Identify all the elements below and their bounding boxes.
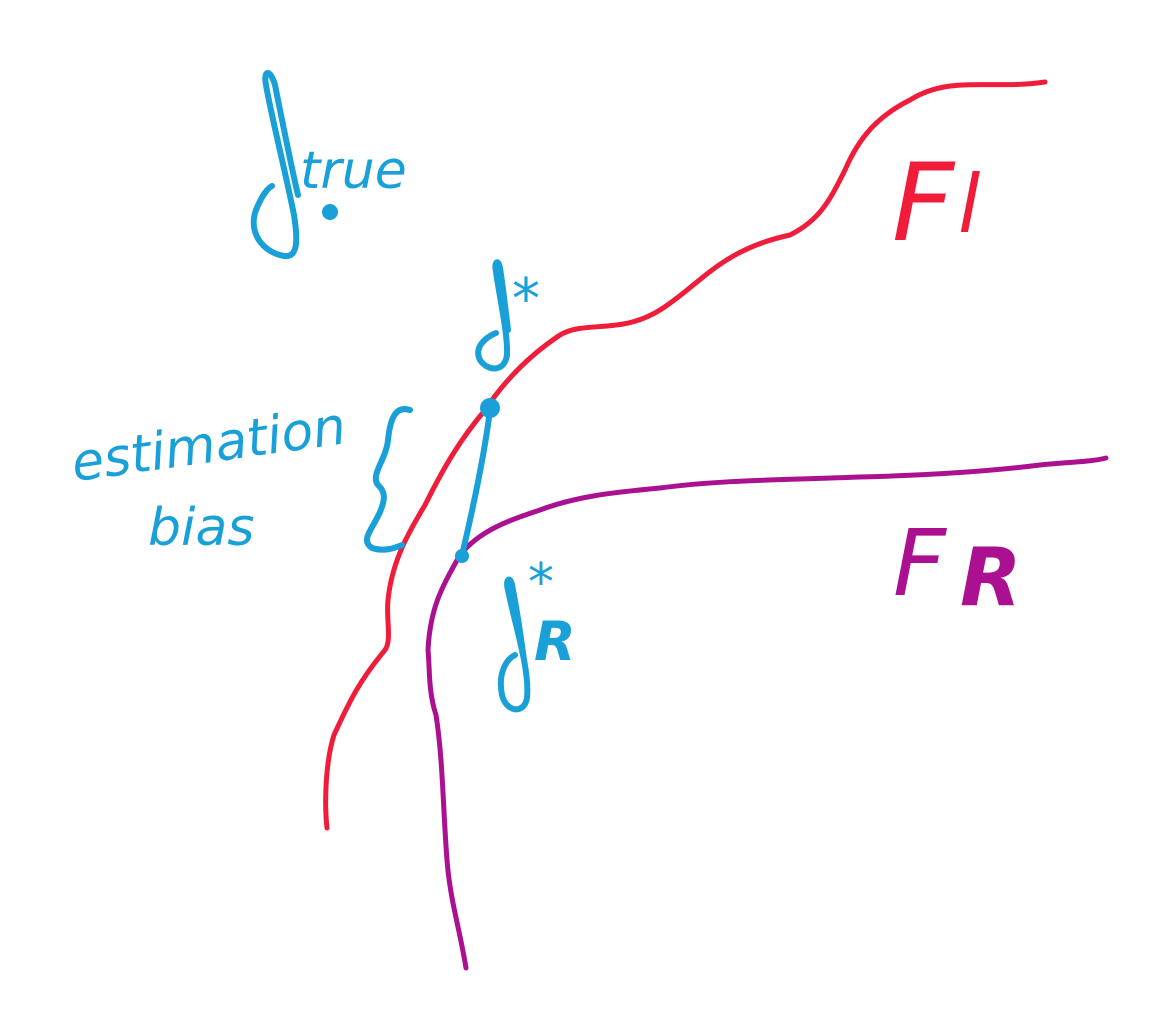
restricted-family-subscript: R <box>960 531 1022 624</box>
f-star-superscript: * <box>512 267 540 332</box>
full-family-letter: F <box>892 141 956 266</box>
full-family-label: F l <box>892 141 980 266</box>
f-star-r-point <box>455 549 469 563</box>
f-true-point <box>322 204 338 220</box>
f-star-r-glyph <box>497 576 531 713</box>
projection-line <box>459 407 493 558</box>
f-true-subscript: true <box>300 141 407 201</box>
f-star-glyph <box>475 259 511 372</box>
estimation-label: estimation <box>68 396 350 494</box>
f-true-label: true <box>250 70 407 260</box>
restricted-family-curve <box>425 455 1109 971</box>
estimation-bias-brace <box>364 406 413 553</box>
f-star-point <box>480 398 500 418</box>
f-star-r-label: * R <box>497 553 576 713</box>
restricted-family-label: F R <box>893 510 1022 624</box>
bias-label: bias <box>148 498 254 558</box>
full-family-subscript: l <box>958 158 980 251</box>
f-star-r-superscript: * <box>528 553 554 613</box>
f-star-label: * <box>475 259 540 372</box>
restricted-family-letter: F <box>893 510 947 617</box>
f-true-glyph <box>250 70 301 260</box>
f-star-r-subscript: R <box>534 610 576 673</box>
full-family-curve <box>323 79 1048 831</box>
